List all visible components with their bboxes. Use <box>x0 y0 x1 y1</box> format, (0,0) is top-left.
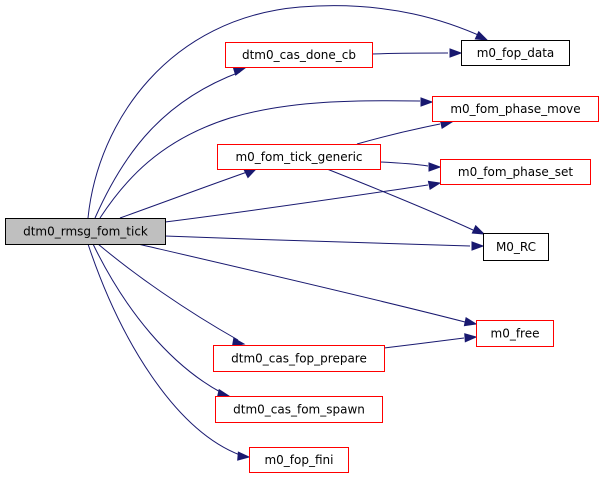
arrowhead-icon <box>471 224 486 235</box>
arrowhead-icon <box>464 333 478 343</box>
edge-root-to-rc <box>164 235 485 251</box>
node-label: dtm0_cas_done_cb <box>242 48 356 62</box>
edge-tick_generic-to-phase_set <box>379 161 442 172</box>
node-m0-rc[interactable]: M0_RC <box>483 233 549 261</box>
edge-root-to-tick_generic <box>119 168 258 219</box>
edge-line <box>383 337 465 349</box>
edge-fop_prepare-to-free <box>383 333 478 349</box>
node-m0-fom-tick-generic[interactable]: m0_fom_tick_generic <box>217 144 381 170</box>
edge-line <box>99 100 421 219</box>
edge-line <box>371 52 449 55</box>
node-label: m0_fop_fini <box>264 453 333 467</box>
node-dtm0-cas-fop-prepare[interactable]: dtm0_cas_fop_prepare <box>213 345 385 372</box>
edges-layer <box>87 5 489 461</box>
edge-line <box>87 5 486 219</box>
node-box <box>440 159 591 185</box>
edge-root-to-fop_data <box>87 5 489 219</box>
node-box <box>5 218 166 245</box>
nodes-layer: dtm0_rmsg_fom_tick dtm0_cas_done_cb m0_fop… <box>5 40 599 473</box>
node-label: m0_fom_tick_generic <box>235 150 362 164</box>
arrowhead-icon <box>237 451 251 461</box>
node-label: dtm0_cas_fop_prepare <box>231 352 367 366</box>
node-label: dtm0_rmsg_fom_tick <box>23 225 148 239</box>
edge-root-to-free <box>137 243 478 327</box>
edge-line <box>137 243 466 323</box>
edge-line <box>87 243 241 456</box>
arrowhead-icon <box>449 48 463 58</box>
arrowhead-icon <box>232 66 247 76</box>
node-box <box>215 396 383 423</box>
node-box <box>432 96 599 122</box>
edge-tick_generic-to-phase_move <box>356 119 454 145</box>
edge-line <box>379 161 429 167</box>
edge-root-to-fop_fini <box>87 243 251 461</box>
node-m0-free[interactable]: m0_free <box>476 320 554 347</box>
edge-line <box>97 243 239 341</box>
edge-line <box>94 71 241 219</box>
edge-root-to-fom_spawn <box>92 243 231 399</box>
node-dtm0-cas-fom-spawn[interactable]: dtm0_cas_fom_spawn <box>215 396 383 423</box>
node-dtm0-rmsg-fom-tick: dtm0_rmsg_fom_tick <box>5 218 166 245</box>
edge-tick_generic-to-rc <box>326 168 486 235</box>
arrowhead-icon <box>427 180 442 191</box>
node-label: dtm0_cas_fom_spawn <box>233 403 365 417</box>
arrowhead-icon <box>471 241 485 251</box>
node-label: m0_fom_phase_set <box>458 165 573 179</box>
node-box <box>476 320 554 347</box>
edge-root-to-cas_done_cb <box>94 66 247 219</box>
arrowhead-icon <box>463 316 478 327</box>
edge-root-to-phase_set <box>164 180 442 223</box>
edge-cas_done_cb-to-fop_data <box>371 48 463 58</box>
node-m0-fop-fini[interactable]: m0_fop_fini <box>249 447 349 473</box>
arrowhead-icon <box>420 97 434 107</box>
node-box <box>249 447 349 473</box>
node-dtm0-cas-done-cb[interactable]: dtm0_cas_done_cb <box>225 42 373 68</box>
node-label: m0_fop_data <box>477 46 555 60</box>
node-m0-fom-phase-move[interactable]: m0_fom_phase_move <box>432 96 599 122</box>
edge-line <box>356 123 441 145</box>
arrowhead-icon <box>428 162 442 172</box>
edge-line <box>92 243 223 394</box>
edge-line <box>119 170 251 219</box>
node-box <box>217 144 381 170</box>
node-box <box>483 233 549 261</box>
arrowhead-icon <box>474 30 489 41</box>
edge-line <box>326 168 474 231</box>
edge-line <box>164 184 429 223</box>
node-m0-fop-data[interactable]: m0_fop_data <box>461 40 570 66</box>
node-label: M0_RC <box>496 240 536 254</box>
node-label: m0_fom_phase_move <box>450 102 580 116</box>
edge-root-to-phase_move <box>99 97 434 219</box>
node-box <box>213 345 385 372</box>
node-label: m0_free <box>491 327 540 341</box>
node-m0-fom-phase-set[interactable]: m0_fom_phase_set <box>440 159 591 185</box>
node-box <box>225 42 373 68</box>
arrowhead-icon <box>231 337 246 347</box>
arrowhead-icon <box>243 168 258 179</box>
node-box <box>461 40 570 66</box>
edge-line <box>164 235 471 247</box>
edge-root-to-fop_prepare <box>97 243 246 347</box>
